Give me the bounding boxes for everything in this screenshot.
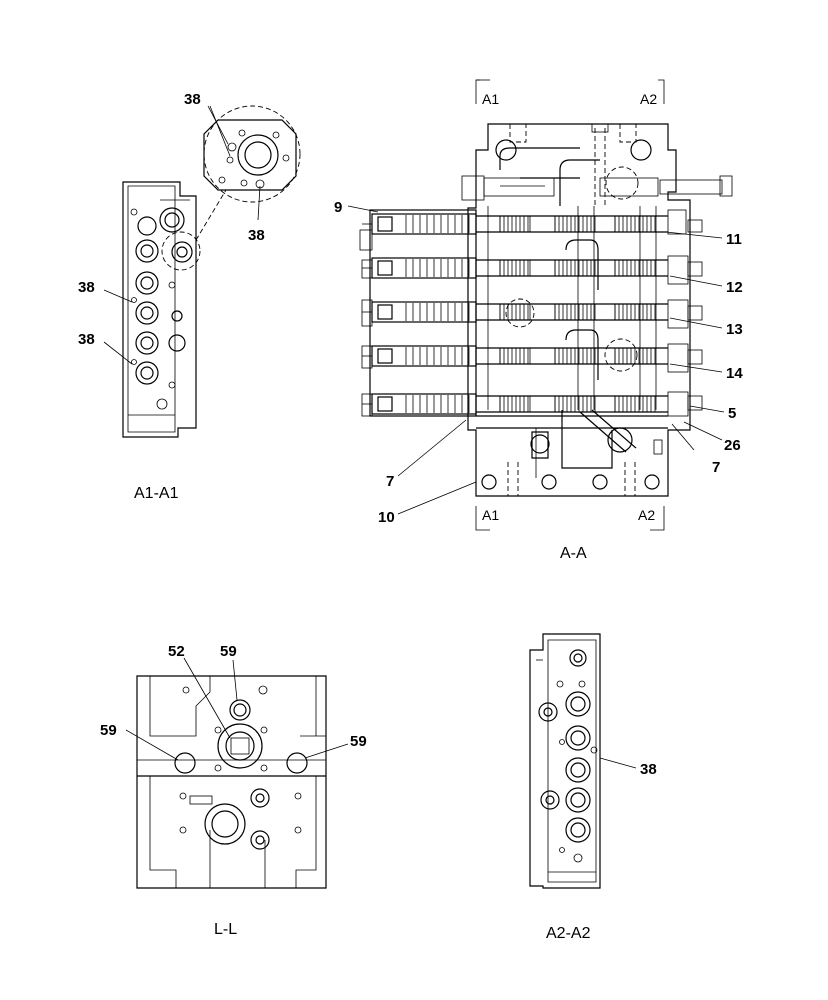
section-mark-a2-bottom: A2 — [638, 507, 655, 523]
a1-leaders — [103, 105, 261, 365]
callout-26: 26 — [724, 437, 741, 454]
spool-land — [499, 215, 531, 233]
callout-59-top: 59 — [220, 643, 237, 660]
section-mark-labels: A1 A2 A1 A2 — [482, 91, 657, 523]
callout-59-right: 59 — [350, 733, 367, 750]
spool-rows — [362, 206, 668, 415]
view-a2-a2-drawing — [529, 633, 637, 889]
spool-cap — [377, 348, 393, 364]
passage-curve — [565, 329, 599, 380]
view-label-a2-a2: A2-A2 — [546, 925, 591, 942]
callout-38-left-2: 38 — [78, 331, 95, 348]
callout-10: 10 — [378, 509, 395, 526]
view-a1-a1-drawing — [122, 181, 227, 438]
view-label-l-l: L-L — [214, 921, 237, 938]
callout-14: 14 — [726, 365, 743, 382]
section-mark-a2-top: A2 — [640, 91, 657, 107]
spool-land — [499, 303, 531, 321]
callout-5: 5 — [728, 405, 736, 422]
callout-38-a2: 38 — [640, 761, 657, 778]
callout-9: 9 — [334, 199, 342, 216]
view-a-a-drawing — [359, 123, 733, 497]
view-label-a-a: A-A — [560, 545, 587, 562]
spool-cap — [377, 216, 393, 232]
callout-52: 52 — [168, 643, 185, 660]
view-labels: A1-A1 A-A L-L A2-A2 — [134, 485, 591, 942]
spool-land — [499, 347, 531, 365]
callout-59-left: 59 — [100, 722, 117, 739]
view-l-l-drawing — [125, 657, 349, 889]
callout-38-detail: 38 — [248, 227, 265, 244]
callout-12: 12 — [726, 279, 743, 296]
view-label-a1-a1: A1-A1 — [134, 485, 179, 502]
spool-cap — [377, 260, 393, 276]
spool-land — [499, 395, 531, 413]
passage-curve — [565, 239, 599, 290]
spool-cap — [377, 396, 393, 412]
callout-38-top: 38 — [184, 91, 201, 108]
callout-7-left: 7 — [386, 473, 394, 490]
section-mark-a1-bottom: A1 — [482, 507, 499, 523]
detail-circle-drawing — [203, 105, 301, 203]
spool-land — [499, 259, 531, 277]
a-a-leaders — [347, 205, 725, 515]
callout-labels: 38 38 38 38 9 11 12 13 14 5 26 7 7 10 52… — [78, 91, 743, 778]
callout-38-left-1: 38 — [78, 279, 95, 296]
a-a-lower-details — [476, 209, 703, 496]
section-brackets — [475, 79, 665, 531]
spool-cap — [377, 304, 393, 320]
callout-11: 11 — [726, 231, 742, 248]
callout-13: 13 — [726, 321, 743, 338]
callout-7-right: 7 — [712, 459, 720, 476]
section-mark-a1-top: A1 — [482, 91, 499, 107]
